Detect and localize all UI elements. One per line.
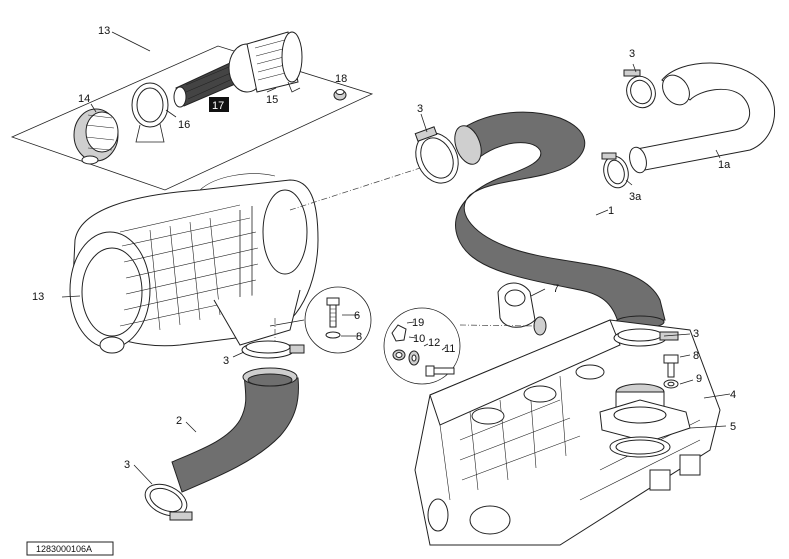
callout-17-box	[209, 97, 229, 112]
callout-12: 12	[428, 337, 440, 349]
bolt-detail-circle	[269, 286, 372, 354]
callout-13-left: 13	[32, 291, 44, 303]
flange-bolt	[663, 354, 694, 389]
callout-15: 15	[266, 94, 278, 106]
callout-19: 19	[412, 317, 424, 329]
callout-2: 2	[176, 415, 182, 427]
callout-5: 5	[730, 421, 736, 433]
callout-17: 17	[212, 100, 224, 112]
inner-filter-element	[173, 61, 241, 108]
reference-code: 1283000106A	[36, 544, 92, 554]
fastener-detail-circle	[383, 307, 461, 385]
outer-filter-element	[228, 31, 303, 93]
callout-16: 16	[178, 119, 190, 131]
callout-9: 9	[696, 373, 702, 385]
elbow-pipe	[629, 62, 776, 174]
air-filter-housing	[69, 173, 319, 354]
callout-3a: 3a	[629, 191, 642, 203]
callout-3-right: 3	[693, 328, 699, 340]
callout-1a: 1a	[718, 159, 731, 171]
air-filter-detail-inset	[10, 31, 374, 191]
bottom-clamp	[144, 483, 193, 521]
callout-8-right: 8	[693, 350, 699, 362]
callout-8-left: 8	[356, 331, 362, 343]
main-intake-hose	[454, 111, 666, 329]
callout-3-elbow-top: 3	[629, 48, 635, 60]
callout-6: 6	[354, 310, 360, 322]
small-valve-part	[333, 89, 347, 101]
callout-11: 11	[444, 343, 455, 355]
callout-3-mid-left: 3	[223, 355, 229, 367]
elbow-clamp-bottom	[601, 152, 629, 189]
callout-13-top: 13	[98, 25, 110, 37]
mounting-bracket	[459, 282, 547, 336]
callout-10: 10	[413, 333, 425, 345]
engine-cylinder-head	[414, 319, 721, 546]
callout-3-hose-top: 3	[417, 103, 423, 115]
callout-3-bottom: 3	[124, 459, 130, 471]
callout-1: 1	[608, 205, 614, 217]
reference-code-box	[26, 541, 114, 556]
upper-clamp	[414, 126, 459, 184]
lower-intake-hose	[171, 367, 299, 493]
callout-7: 7	[553, 283, 559, 295]
callout-18: 18	[335, 73, 347, 85]
elbow-clamp-top	[623, 69, 656, 109]
intake-adaptor	[599, 328, 731, 458]
callout-4: 4	[730, 389, 736, 401]
filter-end-cap	[73, 108, 119, 165]
mounting-band	[131, 82, 169, 143]
callout-14: 14	[78, 93, 90, 105]
lower-clamp	[241, 340, 305, 359]
